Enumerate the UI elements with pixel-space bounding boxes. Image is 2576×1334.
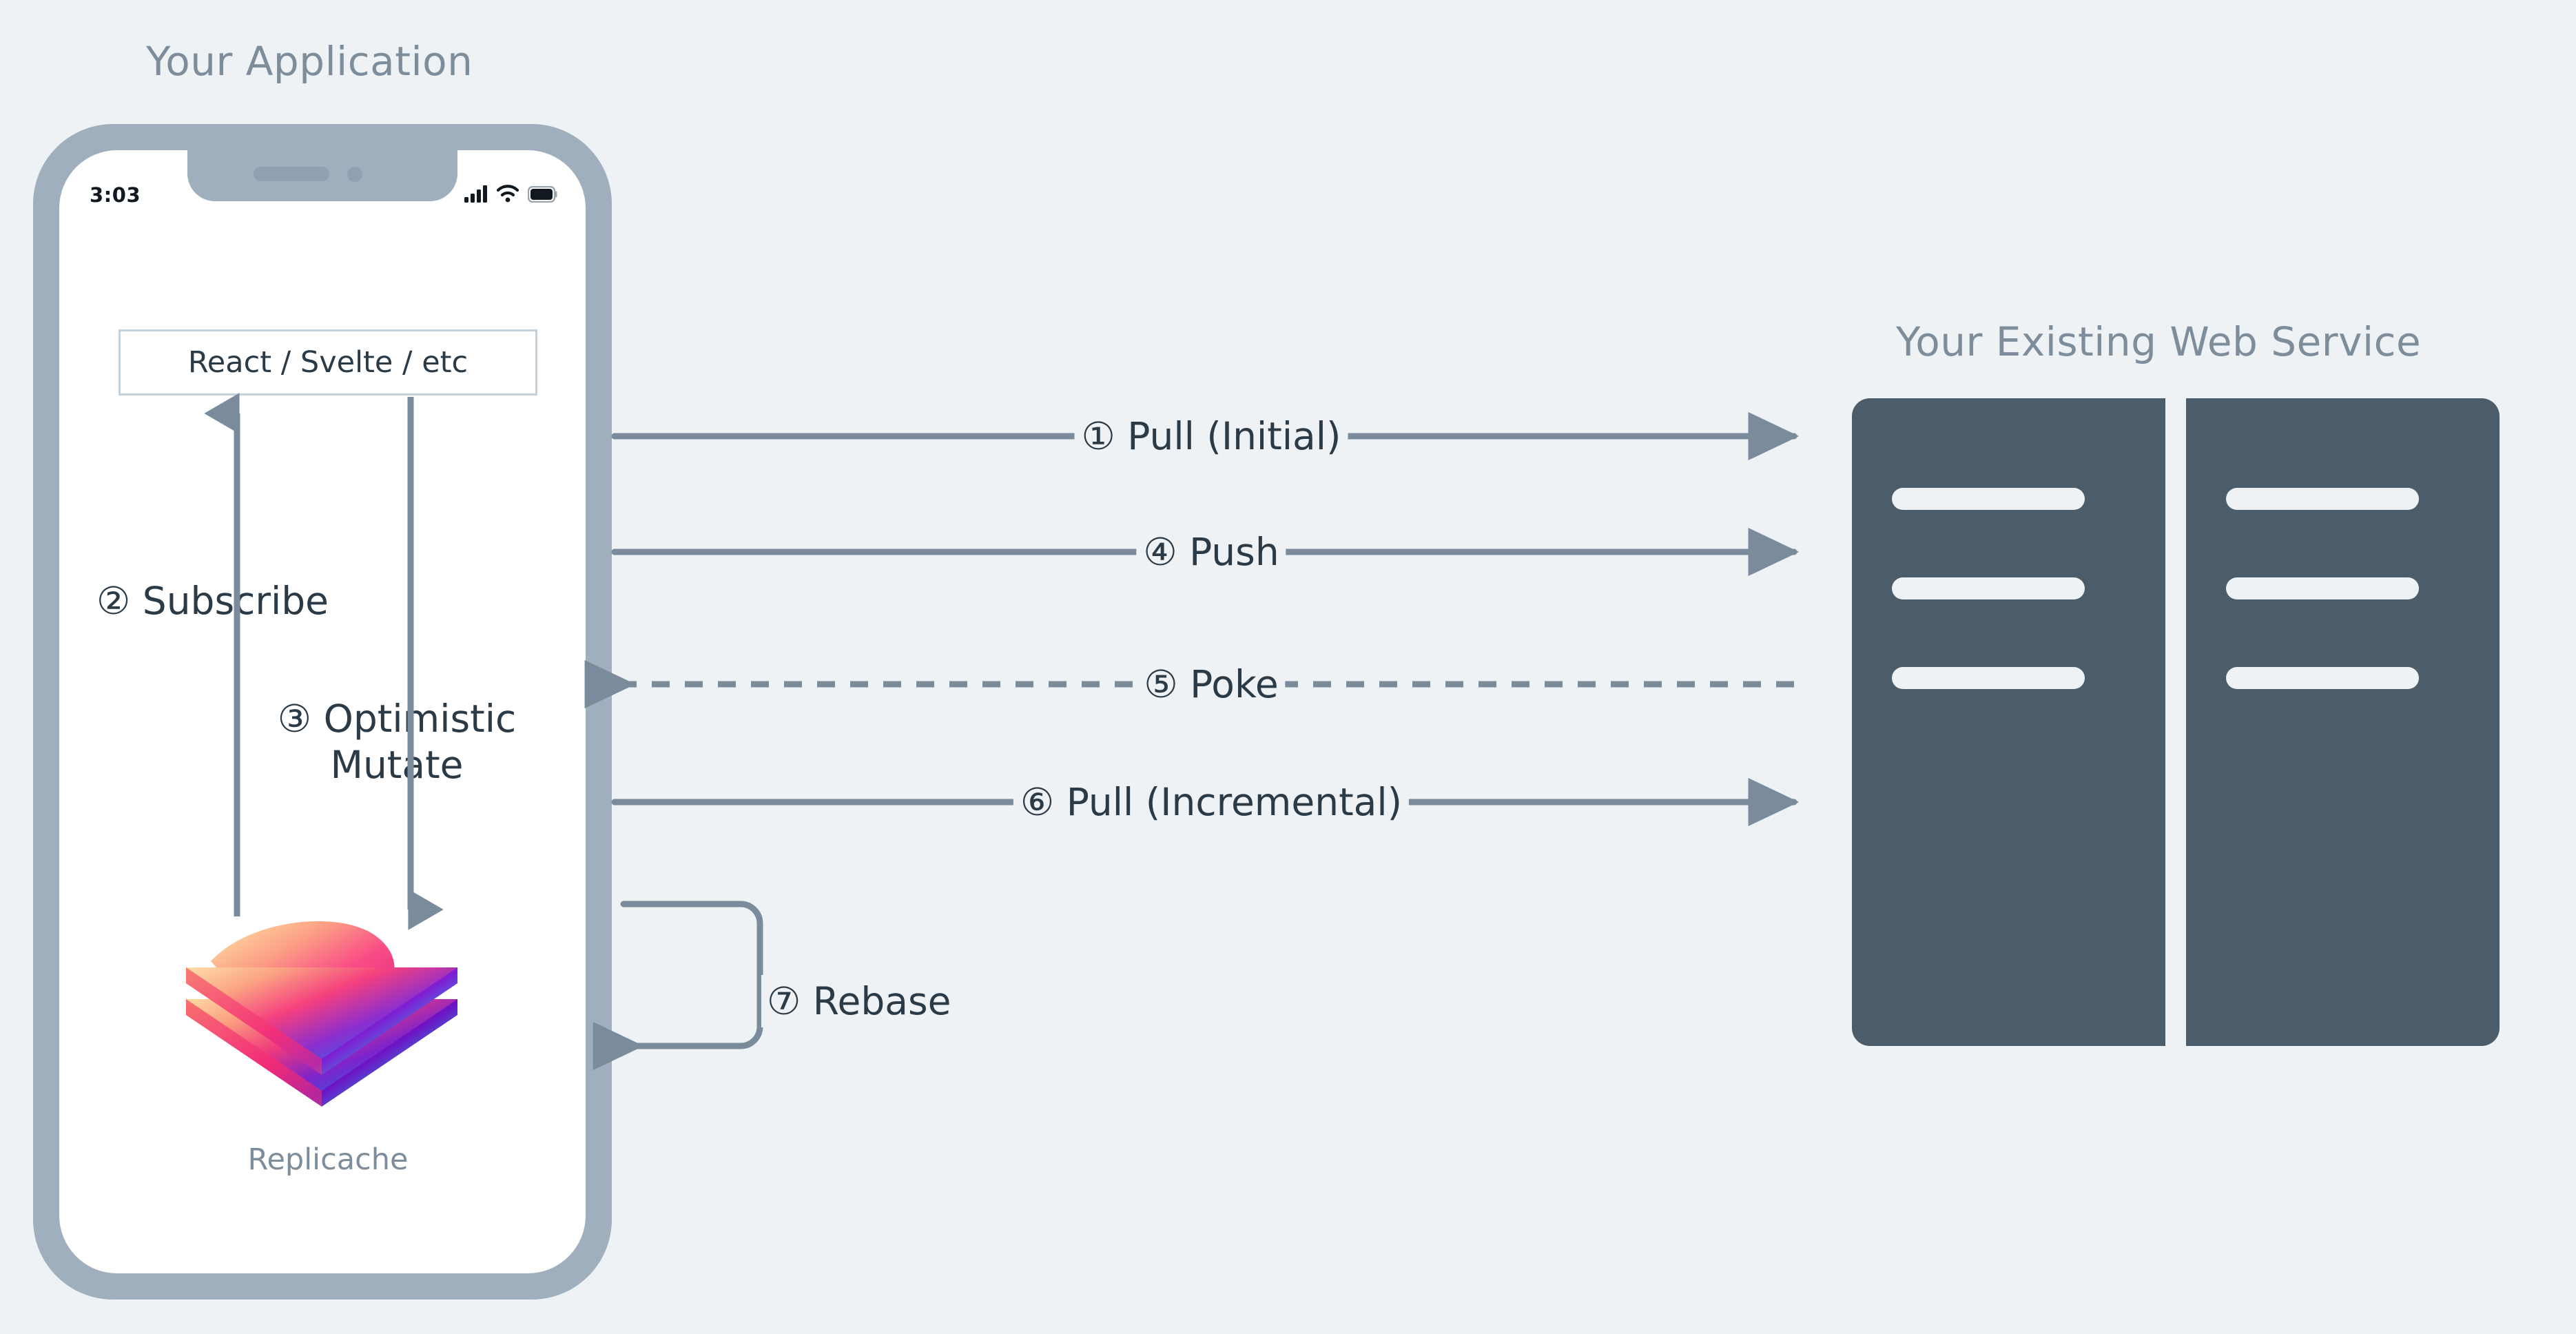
server-rack-1 xyxy=(1852,398,2165,1046)
front-camera-icon xyxy=(347,167,362,182)
flow-label-subscribe: ② Subscribe xyxy=(96,579,329,623)
battery-icon xyxy=(527,185,558,205)
status-bar-time: 3:03 xyxy=(90,183,141,207)
wifi-icon xyxy=(496,185,519,205)
flow-label-optimistic-mutate-line1: ③ Optimistic xyxy=(277,697,517,741)
web-service-servers xyxy=(1852,398,2500,1046)
server-rack-bar xyxy=(1892,667,2085,689)
flow-label-pull-incremental: ⑥ Pull (Incremental) xyxy=(1013,780,1410,824)
framework-box: React / Svelte / etc xyxy=(119,329,537,396)
speaker-grill-icon xyxy=(254,167,329,181)
flow-label-pull-initial: ① Pull (Initial) xyxy=(1074,414,1348,458)
replicache-layers-logo xyxy=(181,915,470,1115)
replicache-logo-caption: Replicache xyxy=(247,1142,409,1177)
flow-label-optimistic-mutate: ③ Optimistic Mutate xyxy=(252,696,542,788)
status-bar-icons xyxy=(464,182,558,205)
server-rack-bar xyxy=(2226,667,2419,689)
arrow-rebase-loop xyxy=(593,901,763,1071)
phone-notch xyxy=(187,150,457,201)
framework-box-label: React / Svelte / etc xyxy=(187,345,468,380)
flow-label-optimistic-mutate-line2: Mutate xyxy=(330,743,464,788)
server-rack-bar xyxy=(2226,577,2419,599)
server-rack-bar xyxy=(1892,488,2085,510)
signal-bars-icon xyxy=(464,185,488,205)
page-title-your-application: Your Application xyxy=(146,38,473,85)
flow-label-rebase: ⑦ Rebase xyxy=(761,975,957,1027)
page-title-web-service: Your Existing Web Service xyxy=(1896,318,2422,365)
server-rack-2 xyxy=(2186,398,2500,1046)
status-bar: 3:03 xyxy=(59,181,586,212)
server-rack-bar xyxy=(1892,577,2085,599)
server-rack-bar xyxy=(2226,488,2419,510)
flow-label-poke: ⑤ Poke xyxy=(1137,662,1286,706)
flow-label-push: ④ Push xyxy=(1136,530,1286,574)
